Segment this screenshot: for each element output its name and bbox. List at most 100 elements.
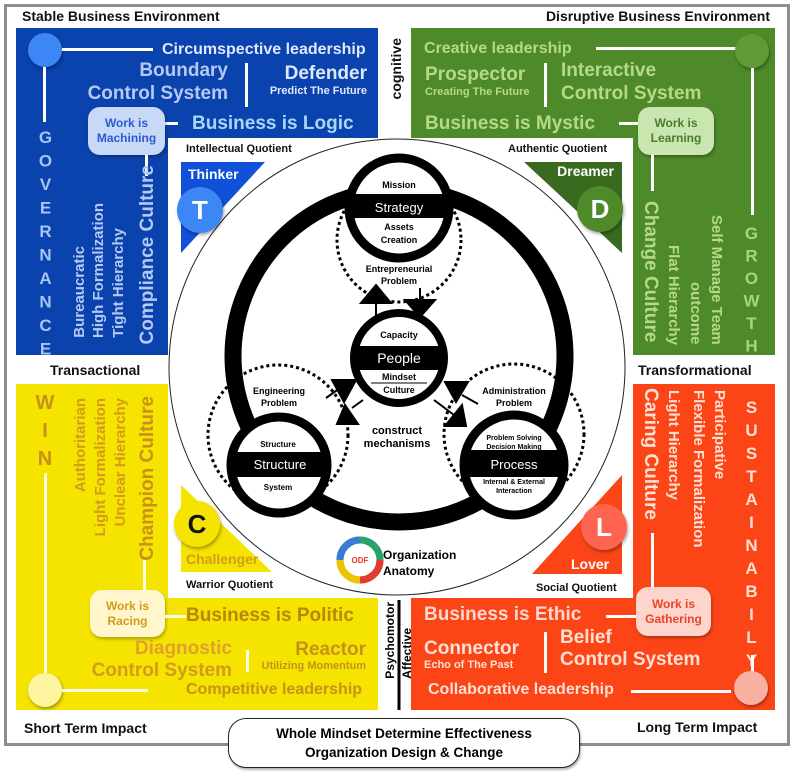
svg-text:Culture: Culture <box>383 385 415 395</box>
transactional-label: Transactional <box>50 362 141 378</box>
thinker-label: Thinker <box>188 166 239 182</box>
svg-text:Problem: Problem <box>496 398 532 408</box>
sustainability-business: Business is Ethic <box>424 604 582 625</box>
structure-node: Structure Structure System <box>226 412 332 518</box>
governance-control-1: Boundary <box>139 60 228 81</box>
win-control-2: Control System <box>91 660 232 681</box>
svg-text:Structure: Structure <box>260 440 296 449</box>
growth-business: Business is Mystic <box>425 113 596 134</box>
sustainability-work-badge: Work is Gathering <box>636 587 711 636</box>
short-term-label: Short Term Impact <box>24 720 147 736</box>
svg-text:Internal & External: Internal & External <box>483 479 545 486</box>
svg-text:Capacity: Capacity <box>380 330 418 340</box>
svg-text:mechanisms: mechanisms <box>364 438 431 450</box>
win-work-badge: Work is Racing <box>90 590 165 637</box>
svg-text:Mindset: Mindset <box>382 372 416 382</box>
governance-strategy-sub: Predict The Future <box>269 85 367 97</box>
win-business: Business is Politic <box>186 605 354 626</box>
stable-environment-label: Stable Business Environment <box>22 8 220 24</box>
governance-node <box>28 33 62 67</box>
long-term-label: Long Term Impact <box>637 719 758 735</box>
svg-text:Creation: Creation <box>381 235 418 245</box>
growth-strategy-sub: Creating The Future <box>425 86 530 98</box>
win-axis-label: WIN <box>34 392 56 476</box>
thinker-avatar: T <box>177 187 223 233</box>
footer-line-1: Whole Mindset Determine Effectiveness <box>276 726 532 741</box>
strategy-node: Mission Strategy Assets Creation <box>344 153 454 263</box>
arrows <box>325 283 479 427</box>
governance-business: Business is Logic <box>192 113 354 134</box>
governance-strategy: Defender <box>284 63 367 84</box>
svg-text:ODF: ODF <box>352 556 369 565</box>
sustainability-node <box>734 671 768 705</box>
sustainability-trait: Flexible Formalization <box>690 390 707 548</box>
growth-trait: Self Manage Team <box>708 215 725 345</box>
structure-title: Structure <box>254 457 307 472</box>
footer-line-2: Organization Design & Change <box>304 745 504 760</box>
sustainability-axis-label: SUSTAINABILY <box>742 398 761 674</box>
growth-axis-label: GROWTH <box>742 224 761 359</box>
growth-strategy: Prospector <box>425 64 526 85</box>
svg-text:Problem: Problem <box>381 276 417 286</box>
social-quotient-label: Social Quotient <box>536 582 617 594</box>
strategy-top: Mission <box>382 180 416 190</box>
sustainability-trait: Participative <box>711 390 728 480</box>
svg-text:Problem: Problem <box>261 398 297 408</box>
svg-text:System: System <box>264 483 292 492</box>
dreamer-avatar: D <box>577 186 623 232</box>
strategy-title: Strategy <box>375 200 424 215</box>
growth-work-badge: Work is Learning <box>638 107 714 155</box>
svg-text:Assets: Assets <box>384 222 414 232</box>
svg-text:Anatomy: Anatomy <box>383 564 435 578</box>
challenger-avatar: C <box>174 501 220 547</box>
sustainability-strategy: Connector <box>424 638 519 659</box>
dreamer-label: Dreamer <box>557 163 614 179</box>
win-strategy: Reactor <box>295 639 366 660</box>
warrior-quotient-label: Warrior Quotient <box>186 579 273 591</box>
svg-text:Decision Making: Decision Making <box>486 444 541 451</box>
footer-summary-box: Whole Mindset Determine Effectiveness Or… <box>228 718 580 768</box>
sustainability-control-1: Belief <box>560 627 612 648</box>
sustainability-trait: Light Hierarchy <box>665 390 682 501</box>
growth-control-1: Interactive <box>561 60 657 81</box>
growth-control-2: Control System <box>561 83 702 104</box>
governance-leadership: Circumspective leadership <box>162 41 366 58</box>
administration-problem-label: Administration <box>482 386 546 396</box>
win-strategy-sub: Utilizing Momentum <box>261 660 367 672</box>
process-title: Process <box>491 457 538 472</box>
process-node: Problem Solving Decision Making Process … <box>459 410 569 520</box>
people-title: People <box>377 350 421 366</box>
governance-control-2: Control System <box>87 83 228 104</box>
organization-anatomy-caption: Organization <box>383 548 456 562</box>
growth-node <box>735 34 769 68</box>
intellectual-quotient-label: Intellectual Quotient <box>186 143 292 155</box>
sustainability-strategy-sub: Echo of The Past <box>424 659 514 671</box>
odf-logo: ODF <box>336 536 384 584</box>
win-leadership: Competitive leadership <box>186 681 363 698</box>
sustainability-leadership: Collaborative leadership <box>428 681 614 698</box>
win-control-1: Diagnostic <box>134 638 232 659</box>
svg-text:Problem Solving: Problem Solving <box>486 435 541 442</box>
disruptive-environment-label: Disruptive Business Environment <box>545 8 770 24</box>
entrepreneurial-problem-label: Entrepreneurial <box>366 264 433 274</box>
governance-axis-label: GOVERNANCE <box>36 128 55 363</box>
sustainability-culture: Caring Culture <box>640 388 661 520</box>
lover-label: Lover <box>571 556 610 572</box>
governance-work-badge: Work is Machining <box>88 107 165 155</box>
svg-text:Interaction: Interaction <box>496 488 532 495</box>
win-node <box>28 673 62 707</box>
lover-avatar: L <box>581 504 627 550</box>
engineering-problem-label: Engineering <box>253 386 305 396</box>
construct-mechanisms-label: construct <box>372 425 422 437</box>
growth-trait: Flat Hierarchy <box>665 244 682 345</box>
sustainability-control-2: Control System <box>560 649 701 670</box>
challenger-label: Challenger <box>186 551 259 567</box>
entrepreneurial-dotted-circle <box>335 176 463 304</box>
transformational-label: Transformational <box>638 362 752 378</box>
growth-culture: Change Culture <box>640 201 661 343</box>
authentic-quotient-label: Authentic Quotient <box>508 143 607 155</box>
growth-leadership: Creative leadership <box>424 40 572 57</box>
people-node: Capacity People Mindset Culture <box>350 309 448 407</box>
growth-trait: outcome <box>687 282 704 345</box>
